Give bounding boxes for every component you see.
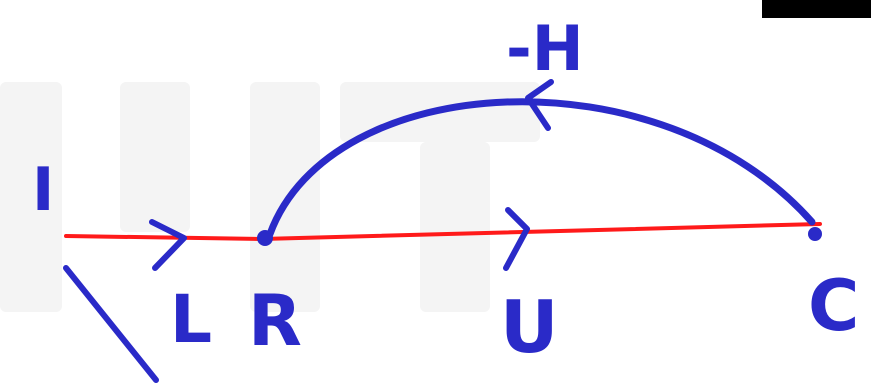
junction-dot — [257, 230, 273, 246]
blue-arc — [266, 98, 816, 238]
label-mid-left: L — [170, 281, 212, 358]
label-arc: -H — [506, 12, 584, 85]
end-dot — [808, 227, 822, 241]
label-mid-right: U — [500, 285, 558, 369]
diagonal-stroke — [63, 265, 159, 383]
arrow-right-icon-left — [149, 219, 187, 271]
label-junction: R — [248, 280, 302, 362]
top-bar-block — [762, 0, 871, 18]
background-watermark — [0, 82, 540, 312]
arrow-left-icon-arc — [525, 79, 554, 131]
arrow-right-icon-right — [503, 207, 530, 271]
label-start: I — [32, 155, 54, 225]
label-end: C — [808, 265, 859, 347]
